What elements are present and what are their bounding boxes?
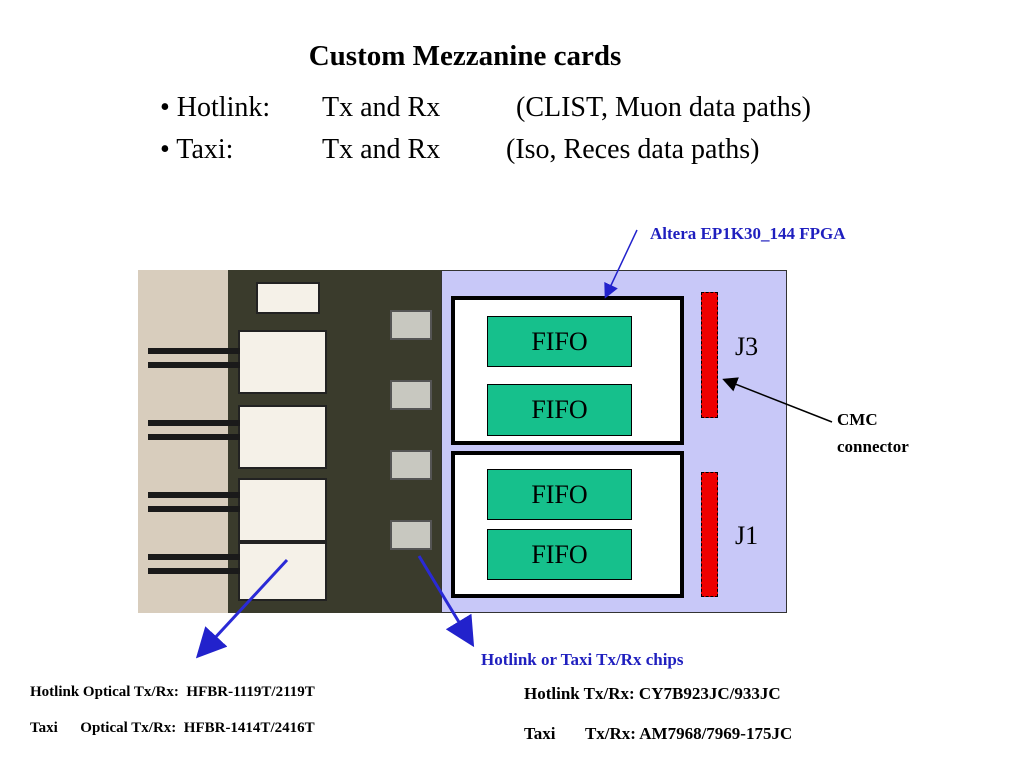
fpga-arrow [604,229,638,299]
bullet-taxi-label: • Taxi: [160,134,234,165]
chip [390,380,432,410]
chip-part-taxi: Taxi Tx/Rx: AM7968/7969-175JC [524,724,793,743]
fifo-4: FIFO [487,529,632,580]
fifo-2: FIFO [487,384,632,436]
optical-arrow [195,558,289,659]
board-photo [138,270,444,613]
fpga-label: Altera EP1K30_144 FPGA [650,224,846,243]
optical-part-taxi: Taxi Optical Tx/Rx: HFBR-1414T/2416T [30,720,315,736]
module [238,405,327,469]
module [256,282,320,314]
module [238,542,327,601]
bullet-hotlink-txrx: Tx and Rx [322,92,441,123]
pin [148,420,240,426]
module [238,478,327,542]
chips-label: Hotlink or Taxi Tx/Rx chips [481,650,684,669]
page-title: Custom Mezzanine cards [308,40,622,72]
bullet-hotlink-paths: (CLIST, Muon data paths) [516,92,811,123]
pin [148,506,240,512]
label-j1: J1 [735,521,759,550]
chip-part-hotlink: Hotlink Tx/Rx: CY7B923JC/933JC [524,684,781,703]
optical-part-hotlink: Hotlink Optical Tx/Rx: HFBR-1119T/2119T [30,684,315,700]
chip [390,450,432,480]
bullet-taxi-paths: (Iso, Reces data paths) [506,134,760,165]
pin [148,492,240,498]
bullet-hotlink-label: • Hotlink: [160,92,271,123]
pin [148,362,240,368]
pin [148,348,240,354]
cmc-label-line1: CMC [837,410,878,429]
connector-j3 [701,292,718,418]
fifo-3: FIFO [487,469,632,520]
chips-arrow [417,555,475,648]
cmc-arrow [722,377,833,423]
cmc-label-line2: connector [837,437,909,456]
label-j3: J3 [735,332,759,361]
pin [148,554,240,560]
bullet-taxi-txrx: Tx and Rx [322,134,441,165]
chip [390,520,432,550]
chip [390,310,432,340]
pin [148,568,240,574]
connector-j1 [701,472,718,597]
pin [148,434,240,440]
fifo-1: FIFO [487,316,632,367]
